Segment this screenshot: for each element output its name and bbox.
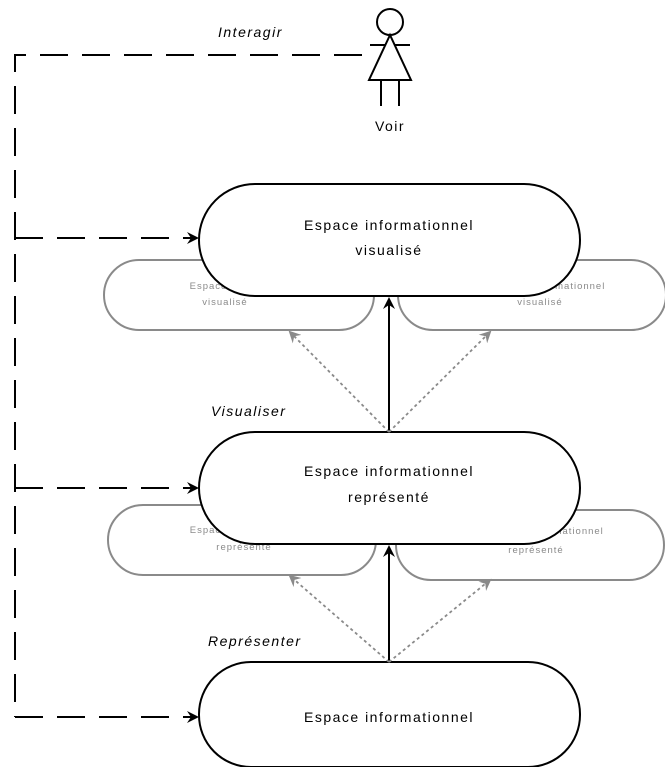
dotted-arrow-represente-right [388, 578, 492, 663]
node-brut-line1: Espace informationnel [304, 709, 474, 725]
ghost-visualise-right-line1: ormationnel [545, 281, 606, 292]
interaction-dashed-loop [14, 54, 362, 723]
node-brut: Espace informationnel [198, 661, 581, 767]
user-figure-icon [367, 8, 413, 106]
label-representer: Représenter [208, 633, 302, 649]
ghost-represente-right-line1: nationnel [556, 526, 604, 537]
ghost-visualise-left-line2: visualisé [202, 297, 247, 308]
dotted-arrow-represente-left [288, 574, 390, 663]
ghost-visualise-left-line1: Espace in [190, 281, 241, 292]
ghost-represente-left-line2: représenté [216, 542, 271, 553]
ghost-represente-right-line2: représenté [508, 545, 563, 556]
node-visualise: Espace informationnel visualisé [198, 183, 581, 297]
label-voir: Voir [375, 118, 405, 134]
node-represente: Espace informationnel représenté [198, 431, 581, 545]
ghost-represente-left-line1: Espace i [190, 525, 234, 536]
node-represente-line2: représenté [348, 489, 430, 505]
node-visualise-line2: visualisé [355, 242, 422, 258]
ghost-visualise-right-line2: visualisé [517, 297, 562, 308]
node-represente-line1: Espace informationnel [304, 463, 474, 479]
node-visualise-line1: Espace informationnel [304, 217, 474, 233]
dotted-arrow-visualise-right [388, 330, 492, 433]
label-visualiser: Visualiser [211, 403, 286, 419]
label-interagir: Interagir [218, 24, 283, 40]
interaction-main-line [14, 54, 362, 717]
dotted-arrow-visualise-left [288, 330, 390, 433]
